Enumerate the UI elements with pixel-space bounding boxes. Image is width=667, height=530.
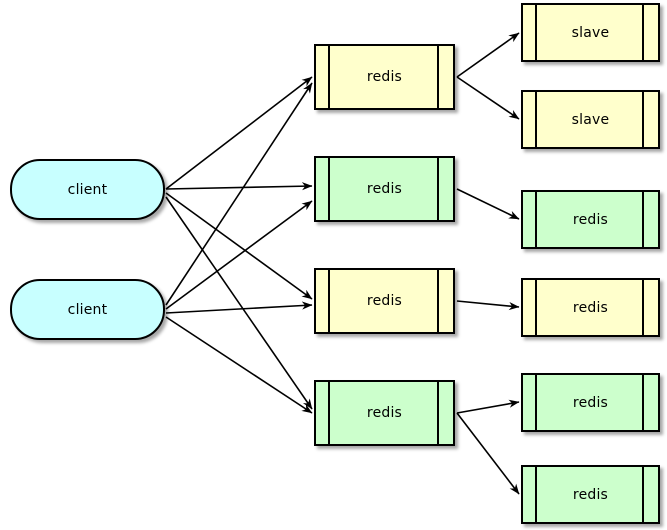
edge-master-1-to-replica-1	[456, 32, 520, 78]
node-label: redis	[366, 405, 403, 421]
master-node-master-3[interactable]: redis	[314, 268, 455, 334]
node-label: client	[67, 301, 108, 318]
node-label: slave	[571, 111, 610, 128]
edge-client-2-to-master-4	[165, 316, 313, 414]
component-left-rule	[535, 190, 537, 249]
edge-client-1-to-master-2	[165, 182, 313, 191]
component-right-rule	[642, 3, 644, 62]
node-label: redis	[572, 299, 609, 316]
edge-master-2-to-replica-3	[456, 188, 520, 220]
node-label: slave	[571, 24, 610, 41]
client-node-client-2[interactable]: client	[10, 279, 165, 340]
replica-node-replica-4[interactable]: redis	[521, 278, 660, 337]
component-left-rule	[535, 465, 537, 524]
replica-node-replica-6[interactable]: redis	[521, 465, 660, 524]
edge-master-4-to-replica-6	[456, 412, 520, 495]
node-label: redis	[366, 293, 403, 309]
replica-node-replica-2[interactable]: slave	[521, 90, 660, 149]
component-right-rule	[642, 278, 644, 337]
replica-node-replica-3[interactable]: redis	[521, 190, 660, 249]
component-left-rule	[328, 380, 330, 446]
edge-client-1-to-master-1	[165, 76, 313, 190]
edge-client-2-to-master-1	[165, 82, 313, 306]
edge-client-2-to-master-3	[165, 301, 313, 314]
component-left-rule	[535, 3, 537, 62]
master-node-master-1[interactable]: redis	[314, 44, 455, 110]
component-left-rule	[535, 373, 537, 432]
client-node-client-1[interactable]: client	[10, 159, 165, 220]
component-left-rule	[535, 90, 537, 149]
node-label: redis	[366, 181, 403, 197]
node-label: client	[67, 181, 108, 198]
edge-master-3-to-replica-4	[456, 300, 520, 311]
component-right-rule	[642, 465, 644, 524]
node-label: redis	[572, 486, 609, 503]
component-right-rule	[642, 90, 644, 149]
master-node-master-2[interactable]: redis	[314, 156, 455, 222]
node-label: redis	[572, 211, 609, 228]
component-left-rule	[535, 278, 537, 337]
master-node-master-4[interactable]: redis	[314, 380, 455, 446]
edge-client-1-to-master-4	[165, 196, 313, 410]
edge-client-1-to-master-3	[165, 192, 313, 300]
node-label: redis	[366, 69, 403, 85]
component-right-rule	[437, 44, 439, 110]
component-right-rule	[437, 380, 439, 446]
edge-master-1-to-replica-2	[456, 76, 520, 120]
component-right-rule	[642, 373, 644, 432]
node-label: redis	[572, 394, 609, 411]
edge-client-2-to-master-2	[165, 200, 313, 310]
replica-node-replica-5[interactable]: redis	[521, 373, 660, 432]
component-right-rule	[642, 190, 644, 249]
replica-node-replica-1[interactable]: slave	[521, 3, 660, 62]
edge-master-4-to-replica-5	[456, 399, 520, 414]
component-left-rule	[328, 156, 330, 222]
component-right-rule	[437, 156, 439, 222]
component-left-rule	[328, 268, 330, 334]
component-left-rule	[328, 44, 330, 110]
component-right-rule	[437, 268, 439, 334]
